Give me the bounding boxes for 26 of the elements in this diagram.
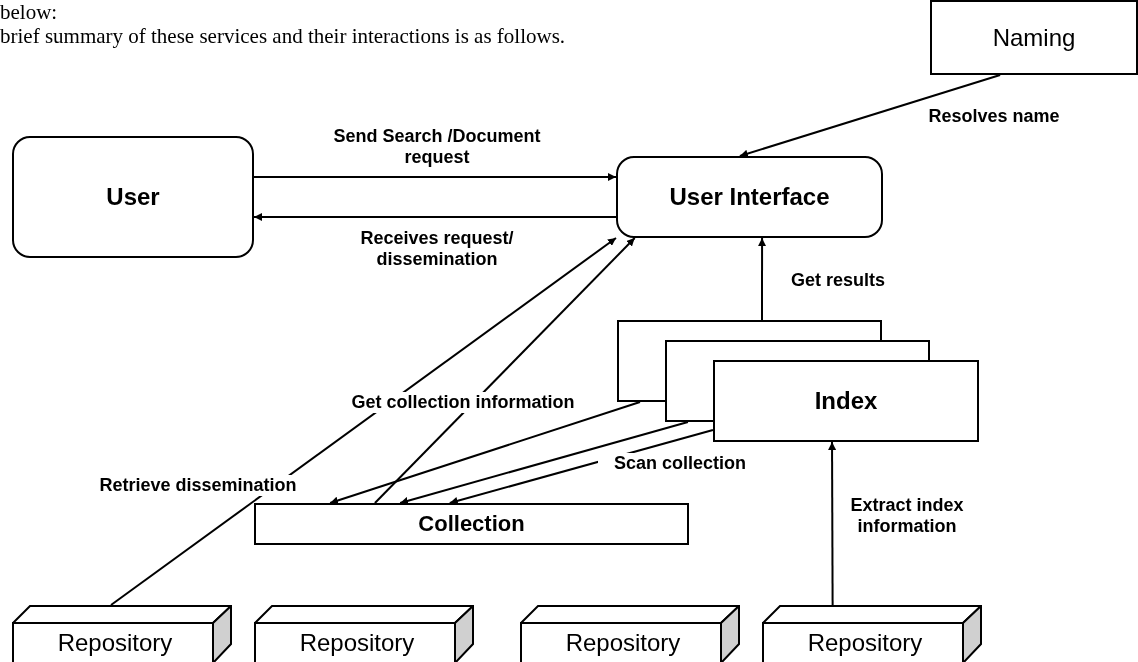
node-label: Naming xyxy=(992,23,1076,52)
arrow xyxy=(253,173,617,181)
process-box xyxy=(254,503,689,545)
node-label: Repository xyxy=(57,628,173,657)
rounded-box xyxy=(616,156,883,238)
arrow xyxy=(758,237,767,321)
arrow xyxy=(253,213,617,221)
rounded-box xyxy=(12,136,254,258)
node-label: Repository xyxy=(565,628,681,657)
stacked-box-drawing xyxy=(617,320,979,442)
process-box xyxy=(930,0,1138,75)
node-label: Repository xyxy=(299,628,415,657)
arrow xyxy=(828,441,837,606)
node-label: Repository xyxy=(807,628,923,657)
paragraph-text: brief summary of these services and their interactions is as follows. xyxy=(0,24,566,49)
node-label: Index xyxy=(814,387,878,415)
paragraph-text: below: xyxy=(0,0,58,25)
node-label: User Interface xyxy=(669,183,830,211)
node-label: Collection xyxy=(418,511,525,537)
arrow xyxy=(373,237,636,504)
arrow xyxy=(329,401,641,505)
arrow xyxy=(110,237,617,606)
arrow xyxy=(738,74,1002,158)
node-label: User xyxy=(106,183,160,211)
arrow xyxy=(399,421,689,505)
arrow xyxy=(448,429,714,505)
